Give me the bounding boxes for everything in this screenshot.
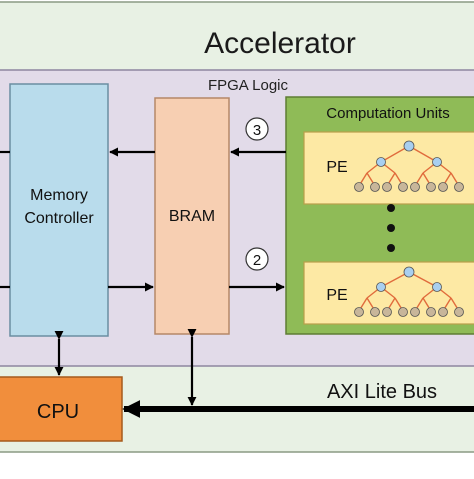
computation-units-label: Computation Units: [326, 105, 449, 122]
pe-ellipsis-dots: [387, 204, 395, 252]
step-marker-2: [245, 247, 269, 271]
pe-label-top: PE: [326, 159, 347, 176]
cpu-box: [0, 376, 123, 442]
pe-tree-top-nodes: [354, 140, 464, 192]
memory-controller-box: [9, 83, 109, 337]
bram-label: BRAM: [169, 208, 215, 225]
accelerator-title: Accelerator: [204, 27, 356, 60]
fpga-logic-label: FPGA Logic: [208, 77, 289, 94]
memory-controller-label-line2: Controller: [24, 210, 94, 227]
bram-box: [154, 97, 230, 335]
pe-tree-bottom-nodes: [354, 266, 464, 317]
cpu-label: CPU: [37, 401, 79, 423]
axi-lite-bus-label: AXI Lite Bus: [327, 381, 437, 403]
pe-label-bottom: PE: [326, 287, 347, 304]
step-marker-3: [245, 117, 269, 141]
step-marker-3-label: 3: [253, 122, 261, 139]
memory-controller-label-line1: Memory: [30, 187, 88, 204]
step-marker-2-label: 2: [253, 252, 261, 269]
